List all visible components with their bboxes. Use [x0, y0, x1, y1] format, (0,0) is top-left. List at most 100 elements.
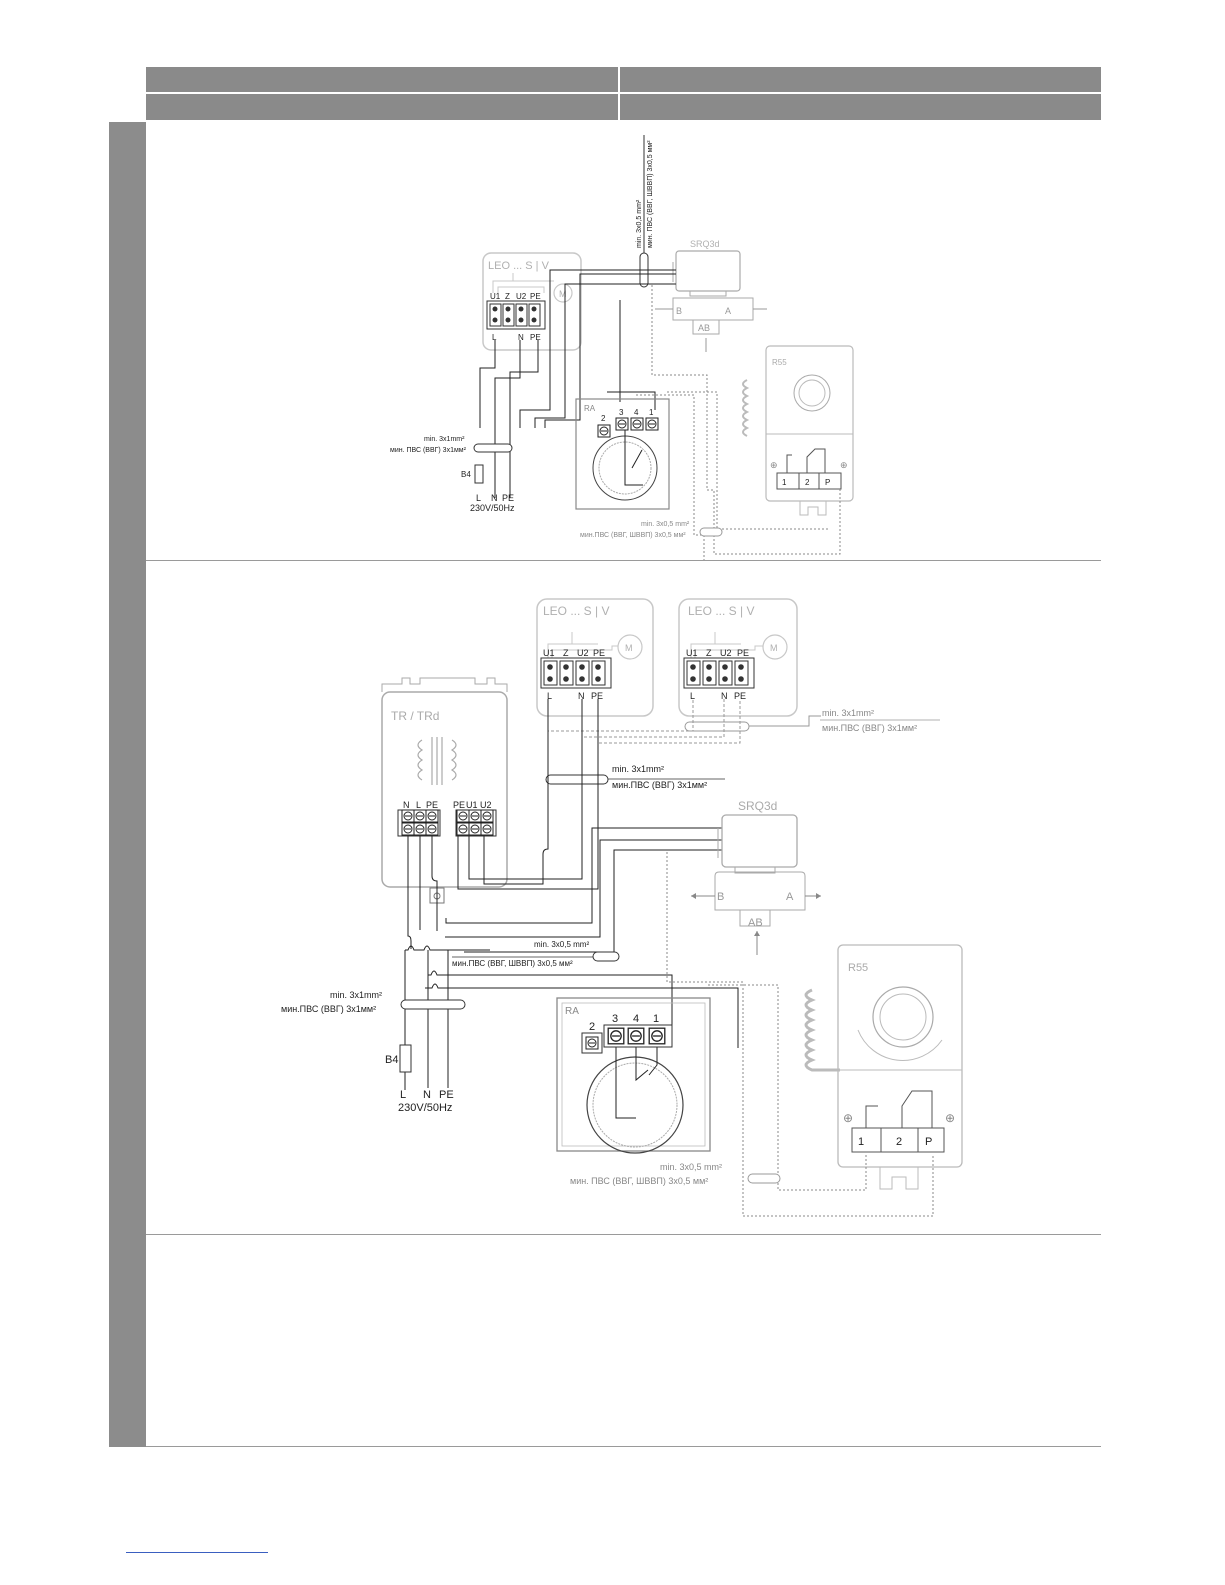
motor-icon [553, 283, 573, 303]
section-divider-2 [146, 1234, 1101, 1235]
tr-cable-label-1: min. 3x1mm² [612, 764, 664, 774]
b-terminal-u1: U1 [686, 648, 698, 658]
r55-cable-label-1: min. 3x0,5 mm² [641, 521, 690, 528]
valve-port-a: A [725, 306, 731, 316]
supply-n: N [491, 493, 498, 503]
r55-cable-sleeve [699, 527, 723, 537]
ra2-terminal-3: 3 [612, 1013, 618, 1025]
r55-2-terminal-block [851, 1127, 945, 1153]
valve-port-ab: AB [698, 323, 710, 333]
b-terminal-l: L [690, 691, 695, 701]
supply-l: L [476, 493, 481, 503]
ra2-label: RA [565, 1006, 579, 1017]
motor-a-label: M [625, 643, 633, 653]
fuse-label: B4 [461, 470, 471, 479]
ra-terminal-1: 1 [649, 408, 654, 417]
section-divider-3 [146, 1446, 1101, 1447]
r55-2-knob [872, 986, 934, 1048]
leo-pump-box-b [678, 598, 798, 717]
r55-screw-right-icon: ⊕ [840, 460, 848, 470]
ra-terminal-2: 2 [601, 414, 606, 423]
terminal-l: L [492, 333, 497, 342]
srq-label: SRQ3d [690, 239, 720, 249]
footnote-rule [126, 1552, 268, 1553]
r55-terminal-1: 1 [782, 478, 787, 487]
r55-2-terminal-2: 2 [896, 1136, 902, 1148]
supply-voltage: 230V/50Hz [470, 503, 515, 513]
fuse2-label: B4 [385, 1054, 398, 1066]
b-terminal-pe-bottom: PE [734, 691, 746, 701]
valve-port-b: B [676, 306, 682, 316]
valve2-port-b: B [717, 891, 724, 903]
tr-label: TR / TRd [391, 709, 439, 723]
r55-2-screw-right-icon: ⊕ [945, 1111, 955, 1125]
r55-label: R55 [772, 358, 787, 367]
valve2-port-a: A [786, 891, 794, 903]
terminal-pe: PE [530, 292, 541, 301]
srq2-cable-label-2: мин.ПВС (ВВГ, ШВВП) 3х0,5 мм² [452, 959, 573, 968]
leo-label-a: LEO ... S | V [543, 604, 609, 618]
power2-cable-label-1: min. 3x1mm² [330, 990, 382, 1000]
header-row-2-left [146, 94, 618, 120]
r55-screw-left-icon: ⊕ [770, 460, 778, 470]
supply2-l: L [400, 1089, 406, 1101]
srq-actuator [675, 250, 741, 292]
leo-cable-sleeve [684, 721, 750, 732]
ra-terminal-3: 3 [619, 408, 624, 417]
r55-2-terminal-p: P [925, 1136, 932, 1148]
terminal-pe-bottom: PE [530, 333, 541, 342]
valve2-port-ab: AB [748, 917, 763, 929]
tr-cable-label-2: мин.ПВС (ВВГ) 3х1мм² [612, 780, 707, 790]
r55-2-cable-sleeve [747, 1173, 781, 1184]
fuse-b4 [474, 464, 484, 484]
tr-terminal-u1: U1 [466, 800, 478, 810]
leo-label-b: LEO ... S | V [688, 604, 754, 618]
b-terminal-pe: PE [737, 648, 749, 658]
r55-2-screw-left-icon: ⊕ [843, 1111, 853, 1125]
srq2-cable-sleeve [592, 951, 620, 962]
supply2-pe: PE [439, 1089, 454, 1101]
header-row-2-right [620, 94, 1101, 120]
motor-label: M [559, 289, 567, 299]
r55-knob [793, 374, 831, 412]
diagram-1: LEO ... S | V M U1 Z U2 PE L N PE SRQ3d … [390, 135, 854, 560]
leo-label: LEO ... S | V [488, 260, 550, 272]
header-row-1-right [620, 67, 1101, 92]
a-terminal-pe-bottom: PE [591, 691, 603, 701]
tr-terminal-l: L [416, 800, 421, 810]
a-terminal-u2: U2 [577, 648, 589, 658]
leo-cable-label-1: min. 3x1mm² [822, 708, 874, 718]
header-row-1-left [146, 67, 618, 92]
section-divider-1 [146, 560, 1101, 561]
r55-2-thermostat [837, 944, 963, 1168]
srq2-actuator [721, 814, 798, 868]
power2-cable-label-2: мин.ПВС (ВВГ) 3х1мм² [281, 1004, 376, 1014]
power-cable-label-2: мин. ПВС (ВВГ) 3х1мм² [390, 447, 467, 454]
diagram-2: LEO ... S | V M U1 Z U2 PE L N PE LEO ..… [281, 598, 963, 1217]
srq-cable-label-1: min. 3x0,5 mm² [636, 199, 643, 248]
fuse2-b4 [399, 1044, 412, 1073]
r55-2-cable-label-2: мин. ПВС (ВВГ, ШВВП) 3х0,5 мм² [570, 1176, 708, 1186]
leo-pump-box-a [536, 598, 654, 717]
tr-terminal-n: N [403, 800, 410, 810]
leo-cable-label-2: мин.ПВС (ВВГ) 3х1мм² [822, 723, 917, 733]
tr-terminal-u2: U2 [480, 800, 492, 810]
a-terminal-z: Z [563, 648, 569, 658]
r55-2-label: R55 [848, 962, 868, 974]
a-terminal-u1: U1 [543, 648, 555, 658]
motor-b-label: M [770, 643, 778, 653]
left-sidebar [109, 122, 146, 1447]
r55-2-capillary [804, 988, 840, 1072]
r55-thermostat [765, 345, 854, 502]
power2-cable-sleeve [400, 999, 466, 1010]
ra2-terminal-4: 4 [633, 1013, 639, 1025]
terminal-u2: U2 [516, 292, 527, 301]
r55-2-terminal-1: 1 [858, 1136, 864, 1148]
power-cable-sleeve [473, 443, 513, 453]
b-terminal-n: N [721, 691, 728, 701]
terminal-z: Z [505, 292, 510, 301]
tr-cable-sleeve [545, 774, 609, 785]
leo-pump-box [482, 252, 582, 351]
r55-capillary [742, 379, 750, 437]
